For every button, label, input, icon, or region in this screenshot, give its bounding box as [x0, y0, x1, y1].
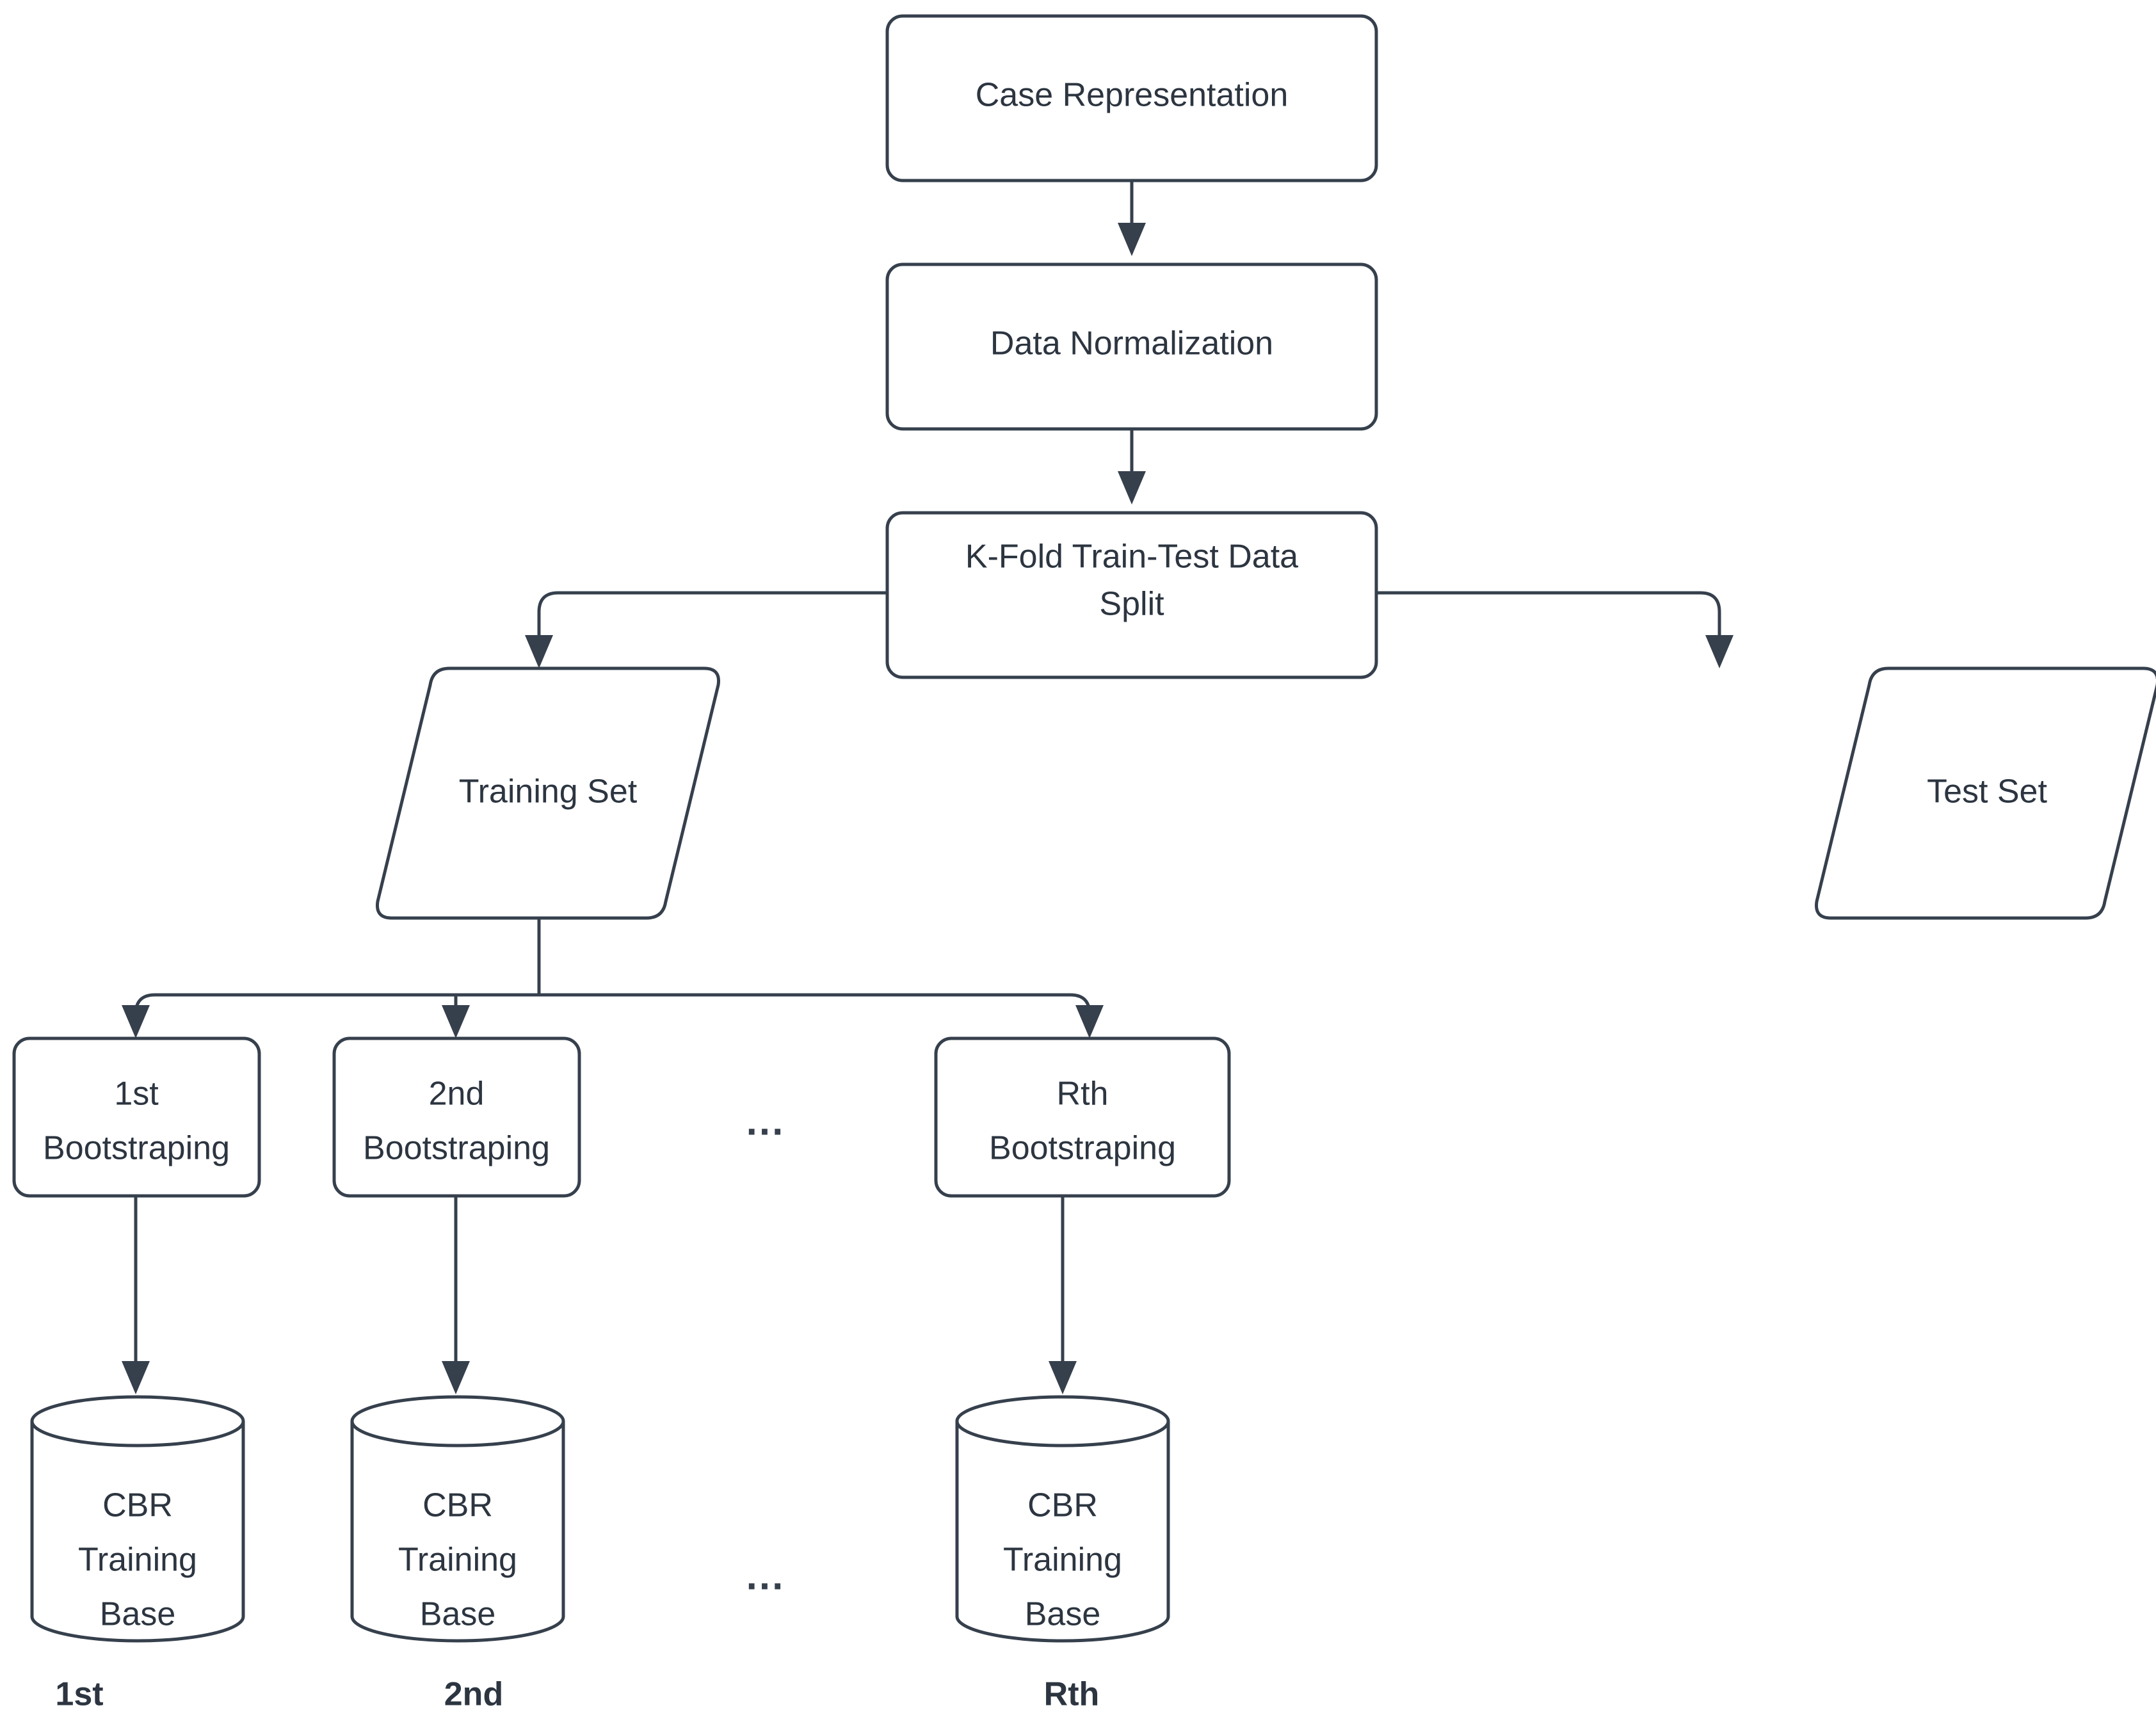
bootstrap-1-label-line1: 1st — [114, 1076, 159, 1113]
kfold-split-box[interactable] — [885, 511, 1378, 679]
edge-case-to-normalization — [1118, 181, 1146, 256]
node-training-set[interactable]: Training Set — [375, 666, 721, 920]
cbr-base-r-label-line2: Training — [1003, 1542, 1122, 1579]
bootstrap-row-ellipsis: ... — [746, 1099, 785, 1143]
case-representation-label: Case Representation — [976, 77, 1289, 114]
case-representation-box[interactable] — [885, 14, 1378, 182]
caption-2nd: 2nd — [444, 1676, 503, 1713]
node-cbr-base-r[interactable]: CBR Training Base — [955, 1395, 1170, 1643]
caption-rth: Rth — [1044, 1676, 1100, 1713]
node-cbr-base-1[interactable]: CBR Training Base — [30, 1395, 245, 1643]
bootstrap-1-box[interactable] — [12, 1036, 261, 1198]
edge-kfold-to-training-set — [525, 591, 887, 668]
edge-bootstrap2-to-cbr2 — [442, 1196, 470, 1394]
bootstrap-r-label-line1: Rth — [1057, 1076, 1109, 1113]
bootstrap-1-label-line2: Bootstraping — [43, 1130, 230, 1167]
edge-bootstrapr-to-cbrr — [1049, 1196, 1077, 1394]
cbr-base-1-label-line2: Training — [78, 1542, 197, 1579]
node-data-normalization[interactable]: Data Normalization — [885, 262, 1378, 431]
bootstrap-r-label-line2: Bootstraping — [989, 1130, 1176, 1167]
edge-bootstrap1-to-cbr1 — [122, 1196, 150, 1394]
cbr-base-2-top-ellipse — [350, 1395, 565, 1447]
node-bootstrap-r[interactable]: Rth Bootstraping — [934, 1036, 1231, 1198]
edge-normalization-to-kfold — [1118, 429, 1146, 504]
node-cbr-base-2[interactable]: CBR Training Base — [350, 1395, 565, 1643]
kfold-split-label-line2: Split — [1099, 586, 1164, 623]
cbr-base-1-top-ellipse — [30, 1395, 245, 1447]
node-bootstrap-1[interactable]: 1st Bootstraping — [12, 1036, 261, 1198]
cbr-base-2-label-line3: Base — [420, 1596, 496, 1633]
kfold-split-label-line1: K-Fold Train-Test Data — [965, 538, 1298, 576]
cbr-base-2-label-line2: Training — [398, 1542, 517, 1579]
node-bootstrap-2[interactable]: 2nd Bootstraping — [332, 1036, 581, 1198]
cbr-base-1-label-line3: Base — [100, 1596, 176, 1633]
node-test-set[interactable]: Test Set — [1814, 666, 2156, 920]
edge-kfold-to-test-set — [1376, 591, 1734, 668]
bootstrap-2-box[interactable] — [332, 1036, 581, 1198]
cbr-base-r-top-ellipse — [955, 1395, 1170, 1447]
test-set-label: Test Set — [1927, 773, 2047, 810]
bootstrap-2-label-line2: Bootstraping — [363, 1130, 550, 1167]
cbr-base-1-label-line1: CBR — [102, 1487, 173, 1524]
training-set-shape[interactable] — [375, 666, 721, 920]
training-set-label: Training Set — [459, 773, 638, 810]
cbr-base-r-label-line3: Base — [1025, 1596, 1101, 1633]
bootstrap-2-label-line1: 2nd — [429, 1076, 485, 1113]
node-kfold-split[interactable]: K-Fold Train-Test Data Split — [885, 511, 1378, 679]
bootstrap-r-box[interactable] — [934, 1036, 1231, 1198]
cbr-base-r-label-line1: CBR — [1027, 1487, 1098, 1524]
data-normalization-box[interactable] — [885, 262, 1378, 431]
cbr-base-2-label-line1: CBR — [422, 1487, 493, 1524]
cbr-row-ellipsis: ... — [746, 1554, 785, 1598]
data-normalization-label: Data Normalization — [990, 325, 1273, 362]
node-case-representation[interactable]: Case Representation — [885, 14, 1378, 182]
edge-training-set-fanout — [122, 918, 1104, 1038]
caption-1st: 1st — [55, 1676, 103, 1713]
test-set-shape[interactable] — [1814, 666, 2156, 920]
